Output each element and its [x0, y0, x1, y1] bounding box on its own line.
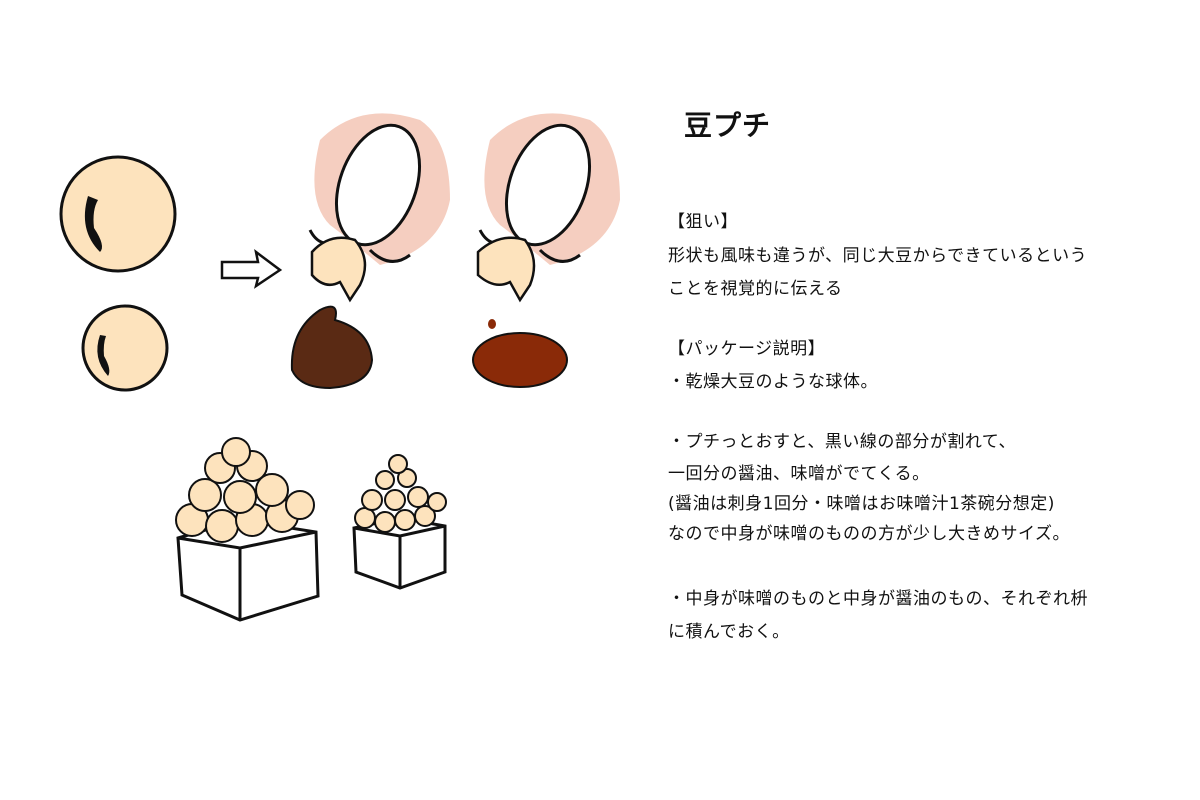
miso-blob: [290, 305, 374, 390]
small-masu-box-with-beans: [352, 454, 447, 590]
soy-sauce-puddle: [472, 332, 568, 388]
package-line: ・中身が味噌のものと中身が醤油のもの、それぞれ枡: [668, 589, 1088, 609]
hand-pressing-soy-bean: [476, 113, 620, 303]
product-title: 豆プチ: [684, 109, 772, 142]
package-line: なので中身が味噌のものの方が少し大きめサイズ。: [668, 524, 1070, 544]
aim-line: ことを視覚的に伝える: [668, 279, 843, 299]
small-soybean: [81, 304, 169, 392]
soy-drop: [488, 319, 496, 329]
large-masu-box-with-beans: [175, 437, 320, 622]
aim-line: 形状も風味も違うが、同じ大豆からできているという: [668, 246, 1088, 266]
package-line: (醤油は刺身1回分・味噌はお味噌汁1茶碗分想定): [668, 494, 1055, 514]
package-heading: 【パッケージ説明】: [668, 339, 826, 359]
aim-heading: 【狙い】: [668, 212, 738, 232]
package-line: ・プチっとおすと、黒い線の部分が割れて、: [668, 432, 1016, 452]
large-soybean: [59, 155, 177, 273]
hand-pressing-miso-bean: [308, 113, 450, 303]
package-line: に積んでおく。: [668, 622, 790, 642]
product-illustration: [59, 113, 620, 622]
package-line: ・乾燥大豆のような球体。: [668, 372, 878, 392]
arrow-right-icon: [220, 249, 283, 289]
package-line: 一回分の醤油、味噌がでてくる。: [668, 464, 930, 484]
